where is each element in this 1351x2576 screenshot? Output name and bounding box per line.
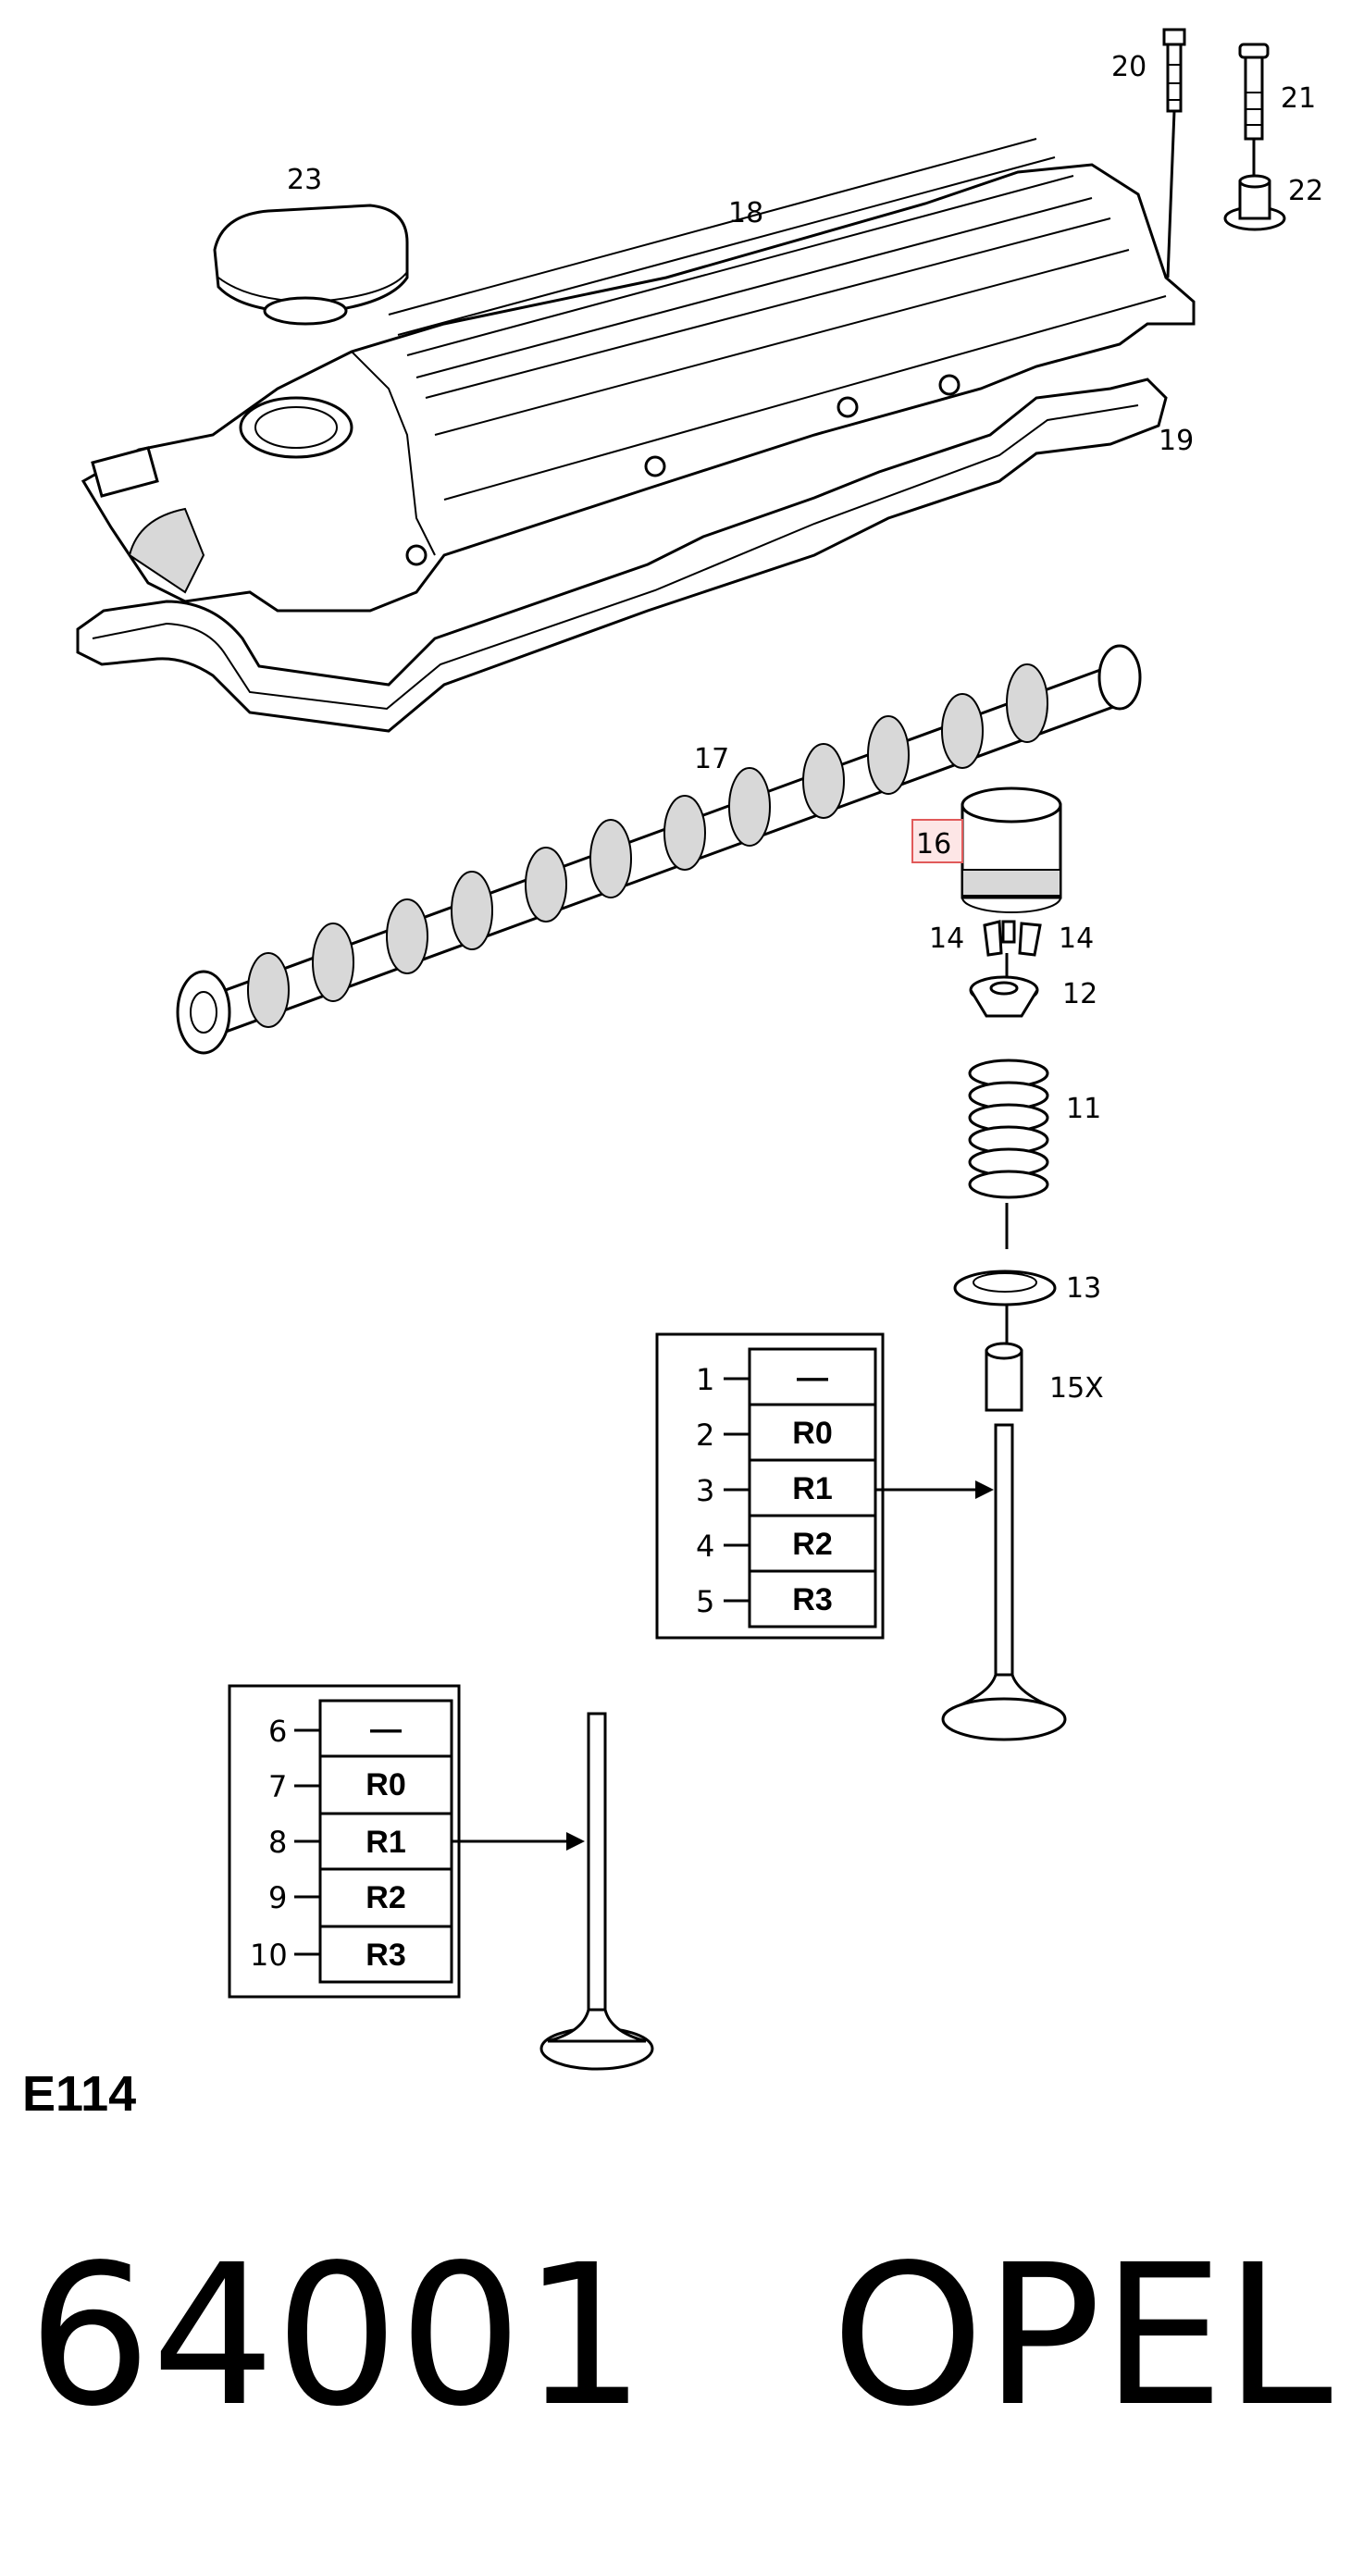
table-row-id: 1	[696, 1362, 714, 1397]
callout-23[interactable]: 23	[287, 164, 322, 196]
table-code[interactable]: R1	[792, 1471, 832, 1506]
filler-cap-23[interactable]	[213, 204, 409, 326]
table-row-id: 9	[268, 1880, 287, 1915]
table-code[interactable]: R3	[366, 1938, 405, 1973]
callout-13[interactable]: 13	[1066, 1272, 1101, 1305]
table-row-id: 6	[268, 1714, 287, 1749]
spring-seat-13[interactable]	[953, 1269, 1057, 1307]
brand-name: OPEL	[831, 2223, 1332, 2449]
callout-16[interactable]: 16	[916, 828, 951, 861]
camshaft-17[interactable]	[176, 644, 1142, 1055]
bolt-21[interactable]	[1238, 43, 1270, 141]
page-number: 64001	[28, 2223, 647, 2449]
gasket-19[interactable]	[76, 378, 1168, 733]
stem-seal-15x[interactable]	[985, 1342, 1023, 1412]
callout-12[interactable]: 12	[1062, 978, 1097, 1010]
collets-14[interactable]	[983, 920, 1042, 957]
bolt-20-leader	[1166, 110, 1176, 279]
table-code[interactable]: —	[797, 1360, 828, 1395]
callout-11[interactable]: 11	[1066, 1093, 1101, 1125]
callout-18[interactable]: 18	[728, 197, 763, 229]
table-code[interactable]: R3	[792, 1582, 832, 1617]
table-code[interactable]: R2	[366, 1880, 405, 1915]
table-code[interactable]: R0	[792, 1416, 832, 1451]
tappet-16[interactable]	[961, 786, 1062, 913]
spring-retainer-12[interactable]	[969, 975, 1039, 1018]
callout-14-left[interactable]: 14	[929, 923, 964, 955]
diagram-code: E114	[22, 2066, 137, 2122]
table-row-id: 2	[696, 1418, 714, 1453]
table-row-id: 3	[696, 1473, 714, 1508]
callout-17[interactable]: 17	[694, 743, 729, 775]
rocker-cover-18[interactable]	[81, 138, 1196, 613]
bolt-20[interactable]	[1162, 28, 1186, 113]
table-row-id: 5	[696, 1584, 714, 1619]
table-row-id: 10	[250, 1938, 288, 1973]
callout-14-right[interactable]: 14	[1059, 923, 1094, 955]
callout-22[interactable]: 22	[1288, 175, 1323, 207]
callout-20[interactable]: 20	[1111, 51, 1146, 83]
table-row-id: 4	[696, 1529, 714, 1564]
washer-22[interactable]	[1223, 174, 1286, 231]
page-footer: 64001 OPEL	[28, 2239, 1332, 2434]
callout-21[interactable]: 21	[1281, 82, 1316, 115]
valve-table-upper	[655, 1332, 885, 1640]
table-code[interactable]: R2	[792, 1527, 832, 1562]
callout-19[interactable]: 19	[1159, 425, 1194, 457]
table-row-id: 7	[268, 1769, 287, 1804]
callout-15x[interactable]: 15X	[1049, 1372, 1104, 1405]
valve-spring-11[interactable]	[968, 1059, 1049, 1199]
table-code[interactable]: R1	[366, 1825, 405, 1860]
valve-upper[interactable]	[941, 1423, 1067, 1741]
table-code[interactable]: —	[370, 1712, 402, 1747]
table-code[interactable]: R0	[366, 1767, 405, 1802]
valve-lower[interactable]	[539, 1712, 654, 2071]
callout-16-highlight	[911, 819, 963, 863]
table-row-id: 8	[268, 1825, 287, 1860]
